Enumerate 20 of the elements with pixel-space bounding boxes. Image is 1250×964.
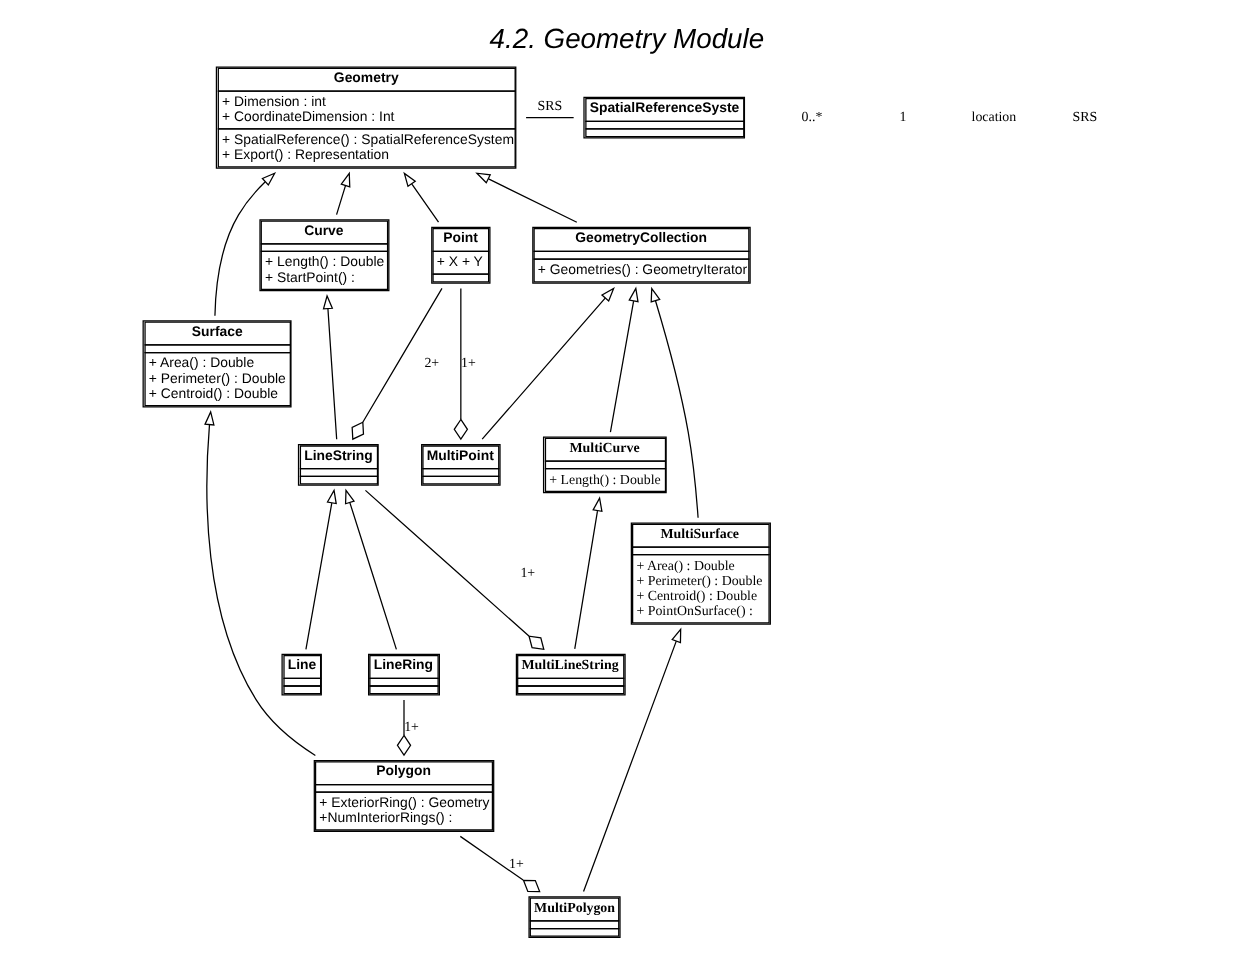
arrow bbox=[321, 294, 337, 440]
arrow bbox=[608, 286, 638, 433]
connector bbox=[350, 287, 442, 441]
arrow bbox=[480, 287, 614, 440]
arrow bbox=[573, 496, 602, 650]
arrow bbox=[334, 171, 350, 216]
arrow bbox=[304, 488, 336, 650]
connector bbox=[524, 116, 574, 119]
arrow bbox=[203, 410, 315, 757]
diagram-title: 4.2. Geometry Module bbox=[488, 21, 764, 54]
arrow bbox=[402, 171, 439, 223]
connector bbox=[395, 699, 411, 757]
connector bbox=[363, 489, 544, 651]
connector bbox=[452, 287, 468, 441]
connector bbox=[458, 835, 540, 893]
arrow bbox=[343, 488, 396, 650]
arrow bbox=[213, 171, 276, 317]
arrow bbox=[649, 286, 698, 519]
arrow bbox=[474, 172, 577, 223]
arrow bbox=[581, 627, 681, 893]
